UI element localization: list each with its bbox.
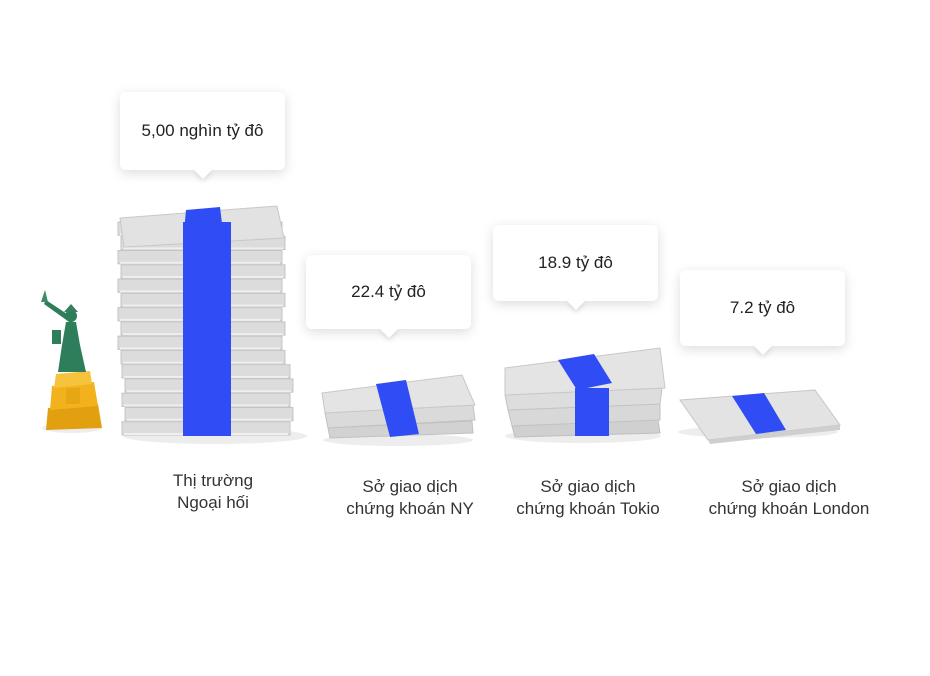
value-label-tokio: 18.9 tỷ đô (538, 253, 613, 272)
money-band (575, 388, 609, 436)
statue-base-top (54, 371, 92, 388)
statue-base-bottom (46, 404, 102, 430)
money-band (732, 393, 786, 434)
statue-robe (58, 322, 86, 372)
value-bubble-ny: 22.4 tỷ đô (306, 255, 471, 329)
money-band (183, 222, 231, 436)
statue-tablet (52, 330, 61, 344)
value-label-ny: 22.4 tỷ đô (351, 282, 426, 301)
money-stack-london (679, 389, 841, 444)
money-stack-tokio (504, 347, 666, 438)
category-label-ny-line1: Sở giao dịch (362, 477, 458, 496)
category-label-forex: Thị trường Ngoại hối (118, 470, 308, 514)
money-sheet-edge (708, 425, 840, 444)
statue-torch (41, 290, 48, 302)
category-label-ny: Sở giao dịch chứng khoán NY (315, 476, 505, 520)
money-band (376, 380, 419, 437)
money-band-top (183, 207, 224, 243)
money-band (558, 354, 612, 390)
category-label-forex-line1: Thị trường (172, 471, 254, 490)
statue-crown (64, 304, 78, 312)
category-label-tokio: Sở giao dịch chứng khoán Tokio (488, 476, 688, 520)
value-bubble-tokio: 18.9 tỷ đô (493, 225, 658, 301)
statue-arm (44, 300, 73, 324)
value-bubble-forex: 5,00 nghìn tỷ đô (120, 92, 285, 170)
category-label-ny-line2: chứng khoán NY (346, 499, 474, 518)
value-label-forex: 5,00 nghìn tỷ đô (141, 121, 264, 140)
value-bubble-london: 7.2 tỷ đô (680, 270, 845, 346)
money-stack-forex (117, 205, 294, 436)
category-label-forex-line2: Ngoại hối (177, 493, 249, 512)
category-label-london-line2: chứng khoán London (708, 499, 870, 518)
statue-base-panel (66, 388, 80, 404)
value-label-london: 7.2 tỷ đô (729, 298, 796, 317)
category-label-london-line1: Sở giao dịch (741, 477, 837, 496)
category-label-tokio-line1: Sở giao dịch (540, 477, 636, 496)
category-label-tokio-line2: chứng khoán Tokio (516, 499, 660, 518)
money-stack-ny (321, 374, 476, 439)
statue-of-liberty-icon (41, 290, 102, 430)
category-label-london: Sở giao dịch chứng khoán London (680, 476, 898, 520)
